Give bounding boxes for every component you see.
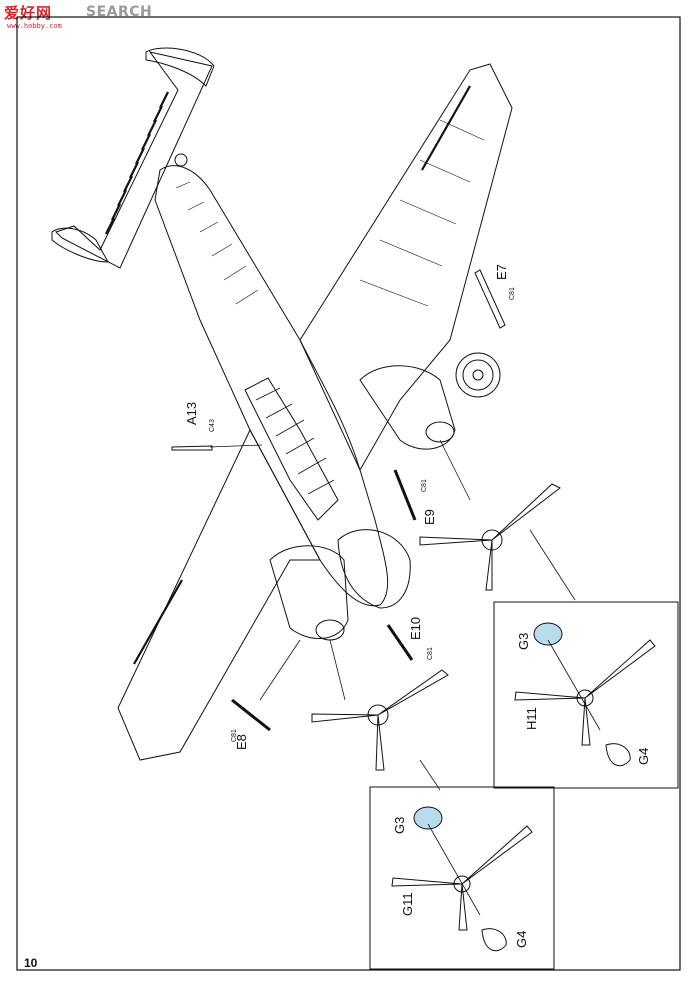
tail-stripes	[105, 91, 169, 235]
spinner-right	[425, 421, 455, 443]
inset-right	[493, 601, 679, 789]
inset-bottom	[369, 786, 555, 970]
propeller-main-left	[311, 669, 449, 771]
label-e8: E8	[234, 734, 249, 750]
inset-bottom-drawing: G3 G11 G4	[391, 806, 533, 952]
wing-lower	[117, 428, 321, 761]
part-sketches	[171, 269, 506, 732]
fin-bottom	[51, 227, 109, 263]
main-wheel	[455, 352, 501, 398]
label-e10: E10	[408, 617, 423, 640]
inset-right-backplate	[605, 743, 631, 767]
watermark-text: SEARCH	[86, 4, 153, 20]
label-e9: E9	[422, 509, 437, 525]
inset-bottom-prop-label: G11	[400, 892, 415, 916]
tag-a13: C43	[209, 419, 216, 432]
engine-nacelle-right	[359, 365, 456, 450]
inset-right-spinner-label: G3	[516, 633, 531, 650]
label-e7: E7	[494, 264, 509, 280]
watermark-url: www.hobby.com	[7, 22, 62, 30]
part-e7	[474, 269, 506, 329]
canopy	[244, 377, 339, 521]
inset-right-drawing: G3 H11 G4	[514, 622, 656, 767]
tag-e9: C81	[421, 479, 428, 492]
tail-wheel	[174, 153, 188, 167]
wing-upper	[299, 63, 513, 472]
engine-nacelle-left	[269, 545, 349, 639]
wing-upper-stripes	[421, 85, 471, 171]
inset-right-backplate-label: G4	[636, 748, 651, 765]
inset-right-spinner	[533, 622, 563, 646]
fuselage	[154, 165, 389, 607]
nose	[337, 529, 411, 609]
inset-bottom-spinner-label: G3	[392, 817, 407, 834]
tag-e10: C81	[427, 647, 434, 660]
part-e9	[393, 469, 417, 521]
wing-lower-stripes	[133, 579, 183, 665]
inset-bottom-backplate	[481, 928, 507, 952]
part-e10	[386, 624, 414, 661]
aircraft-drawing	[51, 47, 513, 761]
tag-e7: C81	[509, 287, 516, 300]
part-a13	[171, 445, 213, 451]
inset-bottom-backplate-label: G4	[514, 931, 529, 948]
propeller-main-right	[419, 483, 561, 591]
page-border	[16, 16, 681, 971]
fin-top	[145, 47, 215, 87]
inset-right-prop-label: H11	[524, 707, 539, 730]
inset-bottom-spinner	[413, 806, 443, 830]
tag-e8: C81	[231, 729, 238, 742]
horizontal-stabilizer	[55, 51, 213, 269]
part-e8	[231, 698, 271, 732]
page-number: 10	[24, 956, 38, 970]
fuselage-panel-lines	[175, 181, 259, 305]
callout-lines	[209, 439, 576, 791]
label-a13: A13	[184, 402, 199, 425]
